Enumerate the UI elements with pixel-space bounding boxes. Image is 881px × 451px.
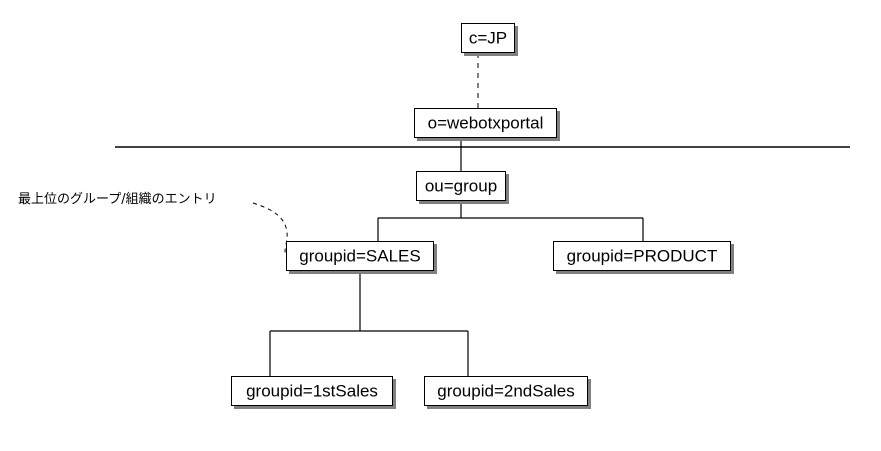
node-groupid-product-label: groupid=PRODUCT bbox=[566, 246, 718, 265]
node-groupid-2ndsales[interactable]: groupid=2ndSales bbox=[424, 376, 588, 406]
node-groupid-sales-label: groupid=SALES bbox=[299, 246, 421, 265]
node-o-webotxportal-label: o=webotxportal bbox=[427, 113, 544, 132]
node-groupid-product[interactable]: groupid=PRODUCT bbox=[553, 241, 731, 271]
node-groupid-2ndsales-label: groupid=2ndSales bbox=[437, 381, 575, 400]
annotation-label: 最上位のグループ/組織のエントリ bbox=[18, 192, 217, 207]
connector-ougroup-to-children bbox=[377, 201, 644, 241]
node-ou-group[interactable]: ou=group bbox=[416, 171, 506, 201]
node-o-webotxportal[interactable]: o=webotxportal bbox=[414, 108, 557, 138]
connector-sales-to-children bbox=[269, 271, 469, 376]
node-c-jp-label: c=JP bbox=[468, 28, 508, 47]
node-c-jp[interactable]: c=JP bbox=[461, 23, 515, 53]
node-groupid-1stsales-label: groupid=1stSales bbox=[246, 381, 378, 400]
node-groupid-sales[interactable]: groupid=SALES bbox=[286, 241, 434, 271]
node-groupid-1stsales[interactable]: groupid=1stSales bbox=[231, 376, 393, 406]
annotation-leader-line bbox=[252, 202, 288, 257]
node-ou-group-label: ou=group bbox=[424, 176, 498, 195]
